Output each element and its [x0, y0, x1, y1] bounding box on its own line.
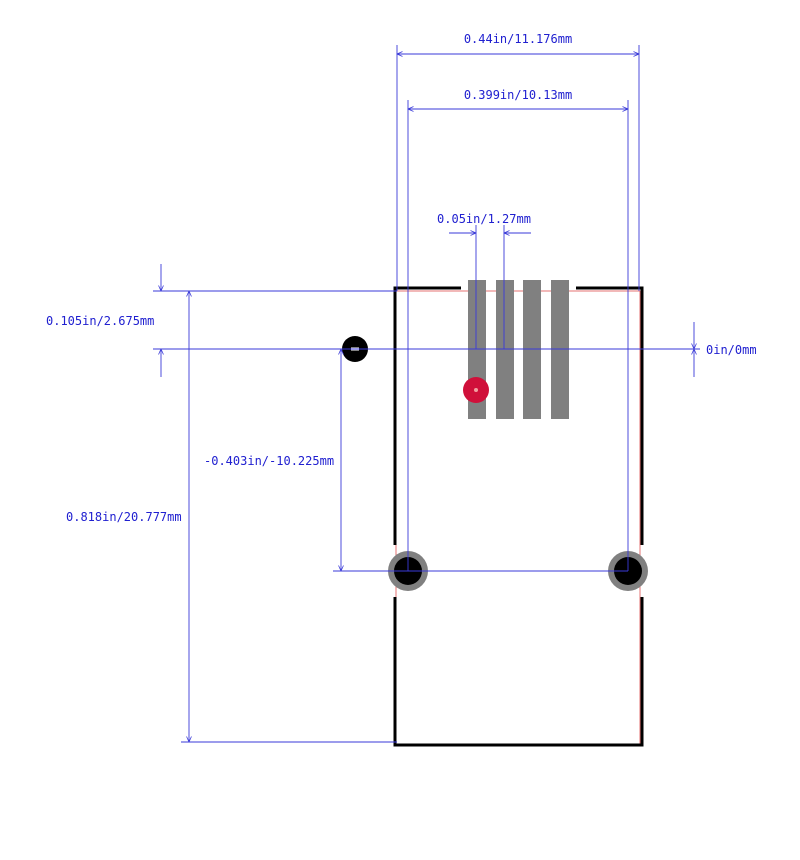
pad-4 — [551, 280, 569, 419]
component-outline — [393, 286, 644, 747]
dim-hole-vertical-label: -0.403in/-10.225mm — [204, 454, 334, 468]
dim-pad-pitch-label: 0.05in/1.27mm — [437, 212, 531, 226]
dim-hole-spacing-label: 0.399in/10.13mm — [464, 88, 572, 102]
pad-3 — [523, 280, 541, 419]
dim-origin-label: 0in/0mm — [706, 343, 757, 357]
dimension-lines — [153, 45, 700, 742]
pad-2 — [496, 280, 514, 419]
dim-overall-width-label: 0.44in/11.176mm — [464, 32, 572, 46]
pin1-marker-icon — [463, 377, 489, 403]
courtyard-outline — [395, 290, 641, 745]
dim-top-offset-label: 0.105in/2.675mm — [46, 314, 154, 328]
dim-overall-height-label: 0.818in/20.777mm — [66, 510, 182, 524]
